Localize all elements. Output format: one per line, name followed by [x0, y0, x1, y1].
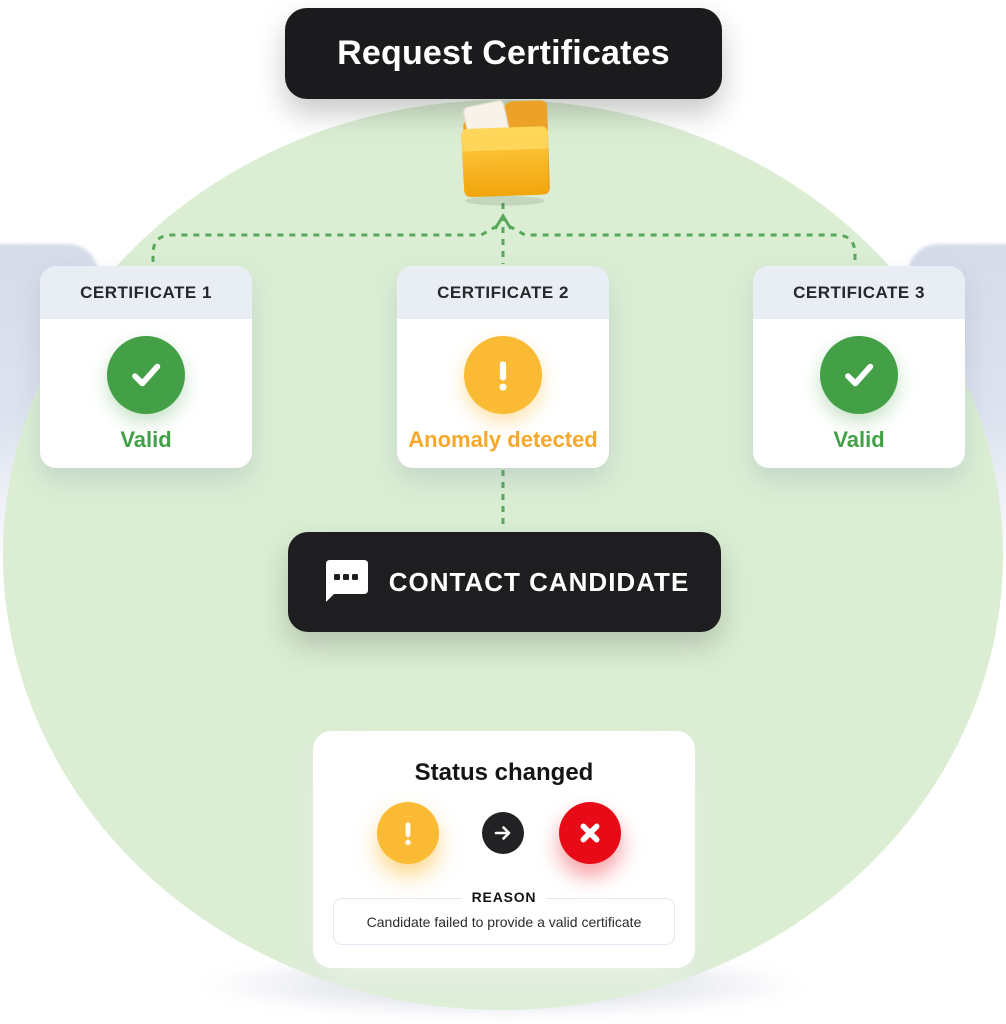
cross-circle-icon — [559, 802, 621, 864]
certificate-card-1: CERTIFICATE 1 Valid — [40, 266, 252, 468]
check-icon — [820, 336, 898, 414]
certificate-3-header: CERTIFICATE 3 — [753, 266, 965, 319]
certificate-2-status: Anomaly detected — [408, 427, 598, 452]
check-icon — [107, 336, 185, 414]
certificate-card-2: CERTIFICATE 2 Anomaly detected — [397, 266, 609, 468]
status-card-title: Status changed — [414, 759, 594, 786]
certificate-card-3: CERTIFICATE 3 Valid — [753, 266, 965, 468]
warning-circle-icon — [377, 802, 439, 864]
certificate-2-header: CERTIFICATE 2 — [397, 266, 609, 319]
certificate-1-status: Valid — [120, 427, 172, 452]
request-certificates-header: Request Certificates — [285, 8, 722, 99]
contact-candidate-label: CONTACT CANDIDATE — [388, 566, 690, 597]
exclamation-icon — [464, 336, 542, 414]
contact-candidate-button[interactable]: CONTACT CANDIDATE — [288, 532, 721, 632]
status-changed-card: Status changed Candidate failed to provi… — [313, 731, 695, 968]
chat-bubble-icon — [325, 560, 368, 602]
reason-box: Candidate failed to provide a valid cert… — [333, 898, 675, 945]
arrow-right-circle-icon — [482, 812, 524, 854]
folder-icon — [461, 100, 550, 206]
certificate-3-status: Valid — [833, 427, 885, 452]
reason-text: Candidate failed to provide a valid cert… — [366, 913, 642, 930]
certificate-1-header: CERTIFICATE 1 — [40, 266, 252, 319]
page-title: Request Certificates — [337, 34, 670, 72]
